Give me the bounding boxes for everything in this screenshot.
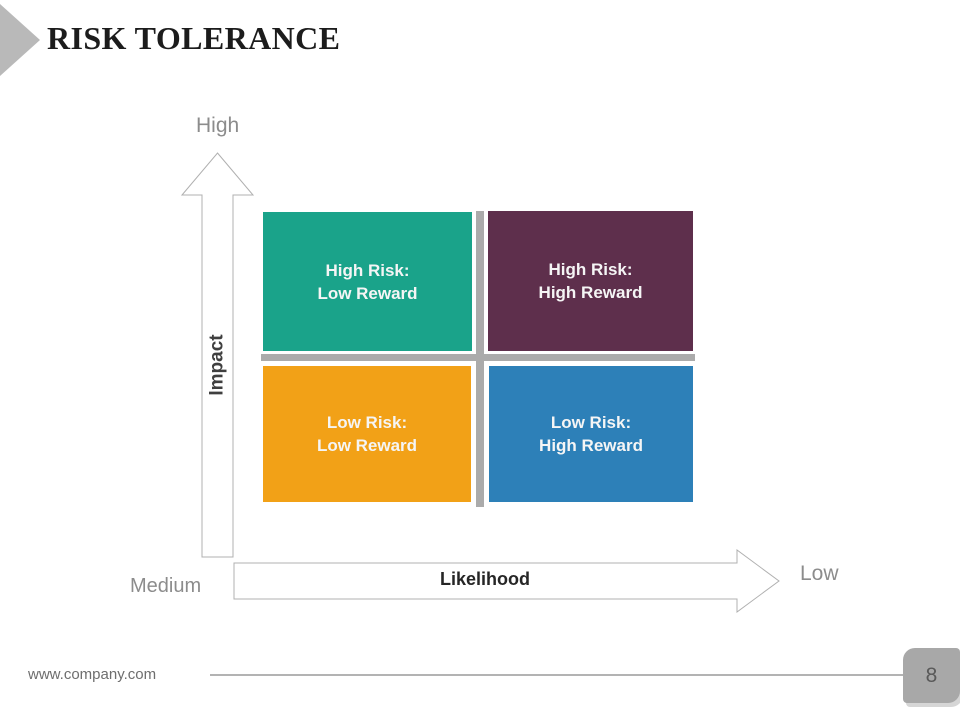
quadrant-label-line1: Low Risk: — [550, 413, 632, 432]
quadrant-label-line2: High Reward — [538, 283, 643, 302]
quadrant-label-line1: High Risk: — [325, 260, 410, 280]
impact-axis-arrow-up-icon — [181, 152, 255, 558]
quadrant-label-line2: Low Reward — [317, 283, 418, 303]
footer-website-text: www.company.com — [28, 666, 157, 683]
quadrant-label-line1: High Risk: — [548, 260, 633, 279]
quadrant-high-risk-high-reward: High Risk: High Reward — [488, 211, 693, 351]
page-number-badge: 8 — [903, 648, 960, 703]
page-title: RISK TOLERANCE — [47, 20, 341, 56]
vertical-divider — [476, 211, 484, 507]
y-axis-label: Impact — [207, 334, 228, 396]
header-triangle-icon — [0, 4, 40, 76]
quadrant-label-line2: High Reward — [539, 436, 643, 455]
footer-divider-line — [210, 674, 906, 676]
quadrant-high-risk-low-reward: High Risk: Low Reward — [263, 212, 472, 351]
x-axis-end-label: Low — [800, 562, 839, 585]
axis-origin-label: Medium — [130, 575, 202, 597]
y-axis-top-label: High — [196, 114, 240, 137]
quadrant-low-risk-low-reward: Low Risk: Low Reward — [263, 366, 471, 502]
quadrant-label-line1: Low Risk: — [326, 413, 408, 432]
page-number: 8 — [925, 663, 938, 687]
quadrant-low-risk-high-reward: Low Risk: High Reward — [489, 366, 693, 502]
x-axis-label: Likelihood — [440, 569, 530, 589]
likelihood-axis-arrow-right-icon — [233, 549, 780, 613]
quadrant-label-line2: Low Reward — [316, 436, 418, 455]
